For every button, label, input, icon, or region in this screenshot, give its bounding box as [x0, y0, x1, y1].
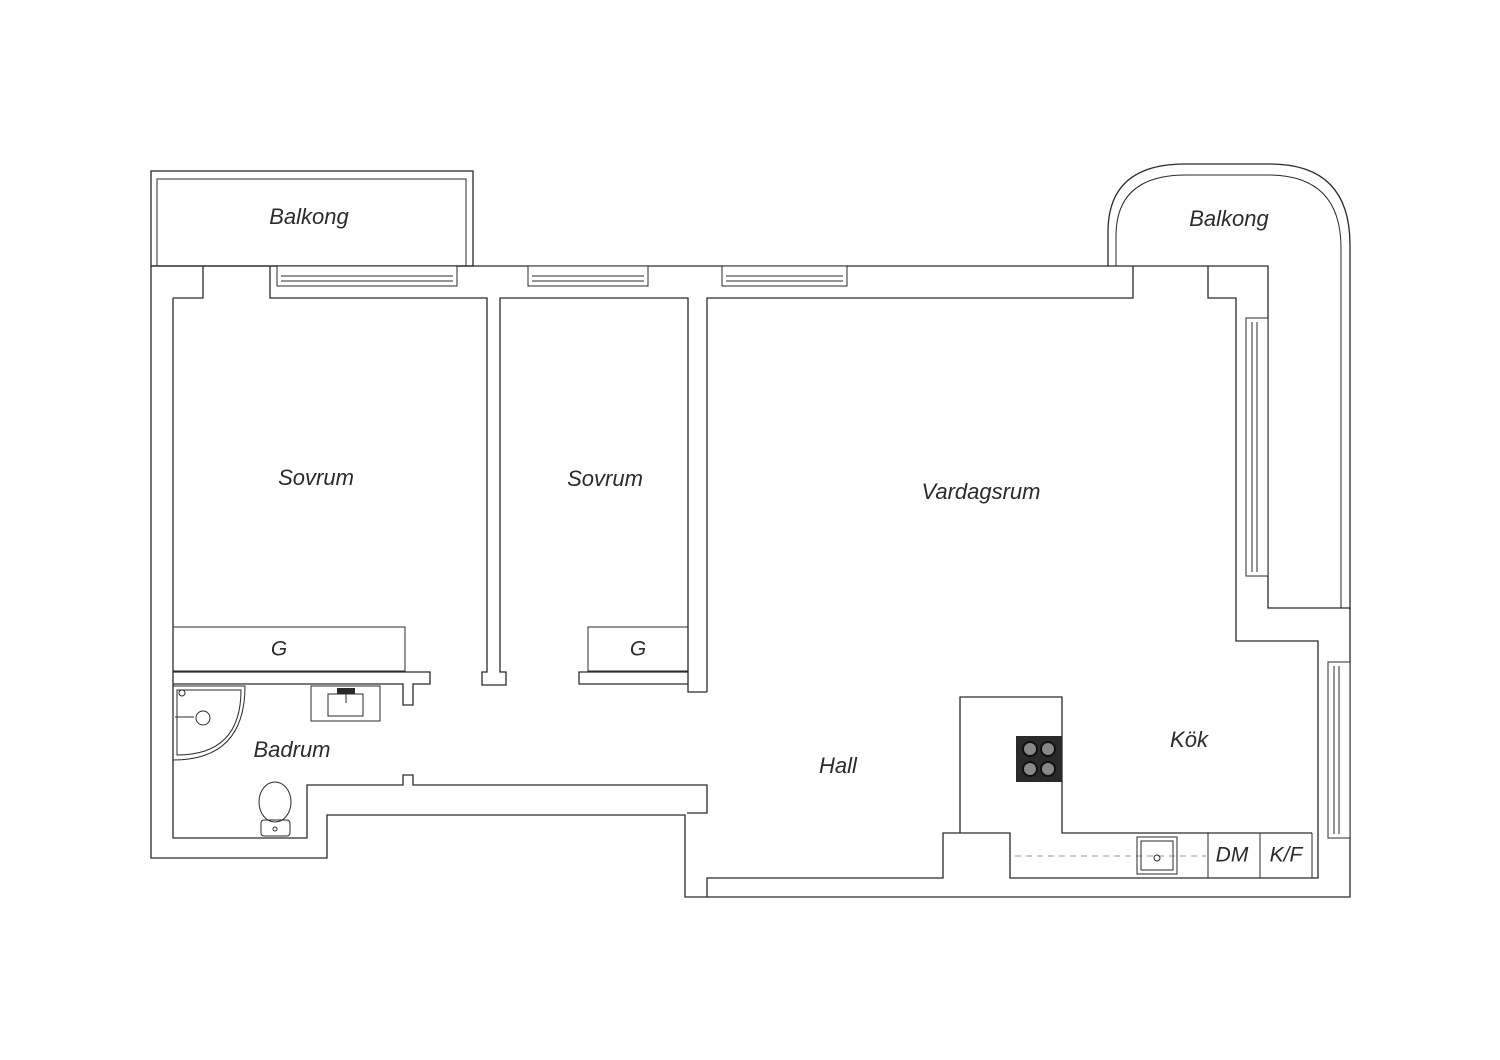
bathroom-sink [310, 685, 381, 722]
room-label-hall: Hall [819, 753, 858, 778]
dishwasher-label: DM [1216, 844, 1249, 867]
shower [172, 685, 246, 761]
windows-top [276, 265, 848, 287]
room-label-balkong-right: Balkong [1189, 206, 1269, 231]
fridge-freezer-label: K/F [1270, 844, 1304, 867]
closet-label-left: G [271, 638, 287, 661]
kitchen-counter [1015, 832, 1313, 878]
room-label-badrum: Badrum [253, 737, 330, 762]
room-label-sovrum-mid: Sovrum [567, 466, 643, 491]
room-label-sovrum-left: Sovrum [278, 465, 354, 490]
toilet [258, 781, 292, 837]
exterior-walls [150, 265, 1351, 898]
closet-label-mid: G [630, 638, 646, 661]
room-label-balkong-left: Balkong [269, 204, 349, 229]
closets [172, 626, 689, 706]
windows-right [1245, 317, 1351, 839]
kitchen-island [959, 696, 1208, 834]
room-label-kok: Kök [1170, 727, 1209, 752]
room-label-vardagsrum: Vardagsrum [921, 479, 1040, 504]
balcony-right [1107, 163, 1351, 610]
